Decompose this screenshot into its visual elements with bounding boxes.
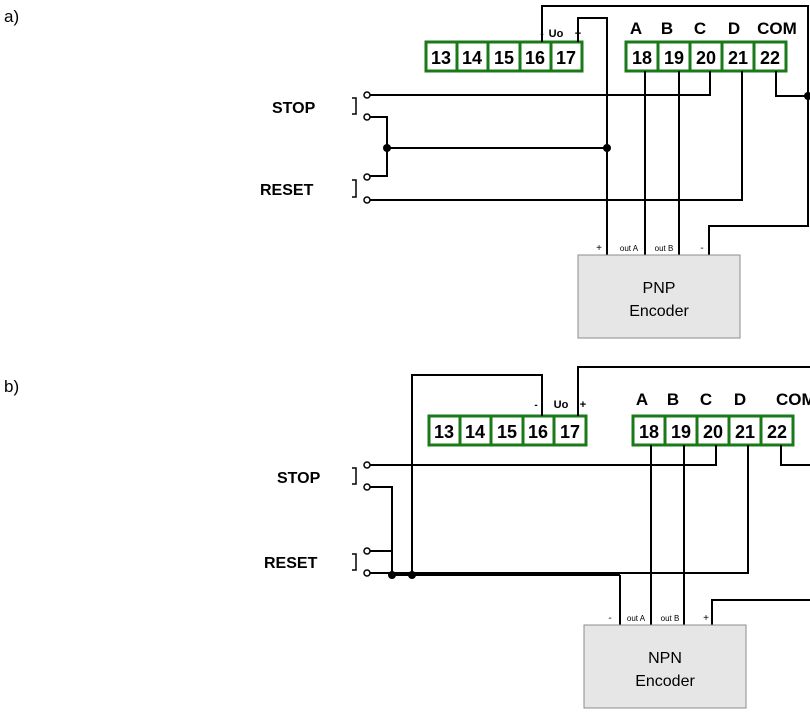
terminal-13: 13 bbox=[431, 48, 451, 68]
diagram-b-label: b) bbox=[4, 377, 19, 396]
supply-minus-label: - bbox=[534, 400, 537, 411]
terminal-15: 15 bbox=[497, 422, 517, 442]
input-c-label: C bbox=[700, 390, 712, 409]
junction-dot bbox=[388, 571, 396, 579]
reset-switch bbox=[352, 173, 371, 204]
encoder-label: Encoder bbox=[635, 673, 695, 690]
terminal-17: 17 bbox=[556, 48, 576, 68]
encoder-box bbox=[577, 254, 741, 339]
diagram-b: b) - Uo + A B C D COM 13 14 15 16 17 bbox=[4, 366, 810, 709]
input-a-label: A bbox=[636, 390, 648, 409]
supply-uo-label: Uo bbox=[549, 28, 564, 40]
terminal-18: 18 bbox=[632, 48, 652, 68]
input-d-label: D bbox=[734, 390, 746, 409]
encoder-pin-plus: + bbox=[596, 243, 602, 254]
input-c-label: C bbox=[694, 19, 706, 38]
encoder-pin-out-a: out A bbox=[620, 244, 639, 253]
terminal-21: 21 bbox=[735, 422, 755, 442]
terminal-15: 15 bbox=[494, 48, 514, 68]
terminal-13: 13 bbox=[434, 422, 454, 442]
terminal-20: 20 bbox=[696, 48, 716, 68]
terminal-19: 19 bbox=[664, 48, 684, 68]
encoder-pin-minus: - bbox=[608, 613, 611, 624]
junction-dot bbox=[408, 571, 416, 579]
terminal-17: 17 bbox=[560, 422, 580, 442]
terminal-22: 22 bbox=[760, 48, 780, 68]
terminal-block-right: 18 19 20 21 22 bbox=[631, 414, 795, 447]
stop-label: STOP bbox=[277, 470, 321, 487]
encoder-pin-out-b: out B bbox=[655, 244, 674, 253]
terminal-block-left: 13 14 15 16 17 bbox=[427, 414, 588, 447]
junction-dot bbox=[804, 92, 810, 100]
terminal-16: 16 bbox=[525, 48, 545, 68]
reset-label: RESET bbox=[264, 555, 318, 572]
input-b-label: B bbox=[661, 19, 673, 38]
input-a-label: A bbox=[630, 19, 642, 38]
reset-label: RESET bbox=[260, 182, 314, 199]
input-b-label: B bbox=[667, 390, 679, 409]
wires-b bbox=[370, 366, 810, 625]
diagram-a-label: a) bbox=[4, 7, 19, 26]
reset-switch bbox=[352, 547, 371, 577]
stop-switch bbox=[352, 461, 371, 491]
input-com-label: COM bbox=[776, 390, 810, 409]
terminal-21: 21 bbox=[728, 48, 748, 68]
terminal-14: 14 bbox=[465, 422, 485, 442]
wires-a bbox=[370, 5, 809, 255]
junction-dot bbox=[603, 144, 611, 152]
supply-uo-label: Uo bbox=[554, 399, 569, 411]
supply-plus-label: + bbox=[580, 399, 586, 411]
terminal-block-right: 18 19 20 21 22 bbox=[624, 40, 788, 73]
encoder-pin-minus: - bbox=[700, 243, 703, 254]
diagram-a: a) - Uo + A B C D COM 13 14 15 16 17 bbox=[4, 5, 810, 339]
terminal-19: 19 bbox=[671, 422, 691, 442]
junction-dot bbox=[383, 144, 391, 152]
input-com-label: COM bbox=[757, 19, 797, 38]
terminal-18: 18 bbox=[639, 422, 659, 442]
encoder-box bbox=[583, 624, 747, 709]
terminal-14: 14 bbox=[462, 48, 482, 68]
encoder-type: PNP bbox=[643, 280, 676, 297]
terminal-22: 22 bbox=[767, 422, 787, 442]
encoder-pin-out-b: out B bbox=[661, 614, 680, 623]
stop-label: STOP bbox=[272, 100, 316, 117]
terminal-20: 20 bbox=[703, 422, 723, 442]
stop-switch bbox=[352, 91, 371, 121]
input-d-label: D bbox=[728, 19, 740, 38]
encoder-label: Encoder bbox=[629, 303, 689, 320]
encoder-pin-plus: + bbox=[703, 613, 709, 624]
terminal-16: 16 bbox=[528, 422, 548, 442]
encoder-type: NPN bbox=[648, 650, 682, 667]
terminal-block-left: 13 14 15 16 17 bbox=[424, 40, 584, 73]
encoder-pin-out-a: out A bbox=[627, 614, 646, 623]
